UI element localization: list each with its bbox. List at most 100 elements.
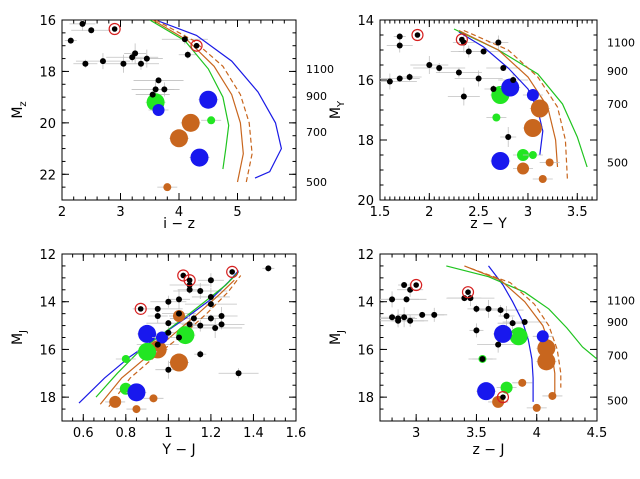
black-point: [152, 86, 159, 93]
green-point: [528, 151, 537, 159]
black-point: [403, 296, 410, 303]
orange-point: [518, 378, 527, 387]
model-curve: [152, 20, 244, 183]
x-tick-label: 3: [116, 205, 124, 220]
y-axis-label: MJ: [10, 330, 29, 345]
black-point: [197, 287, 204, 294]
black-point: [207, 301, 214, 308]
y-tick-label: 14: [357, 296, 374, 311]
blue-point: [199, 90, 218, 109]
blue-point: [526, 89, 539, 101]
y-axis-label: MY: [328, 100, 347, 119]
black-point: [396, 75, 403, 82]
green-point: [121, 354, 130, 363]
black-point: [509, 320, 516, 327]
black-point: [132, 50, 139, 57]
ringed-point-ring: [177, 269, 190, 282]
orange-point: [163, 183, 172, 192]
orange-point: [109, 395, 122, 408]
plot-frame: [61, 19, 297, 201]
black-point: [190, 315, 197, 322]
orange-point: [523, 119, 542, 137]
x-tick-label: 3.5: [567, 205, 588, 220]
x-axis-label: i − z: [163, 216, 195, 232]
ringed-point: [413, 282, 419, 288]
error-bars: [380, 282, 547, 362]
plot-area: [64, 20, 283, 192]
black-point: [120, 60, 127, 67]
black-point: [521, 318, 528, 325]
black-point: [479, 355, 486, 362]
x-tick-label: 3.5: [466, 426, 487, 441]
black-point: [186, 286, 193, 293]
x-tick-label: 1.5: [370, 205, 391, 220]
x-tick-label: 5: [233, 205, 241, 220]
ringed-point-ring: [108, 22, 121, 36]
model-curve: [463, 29, 568, 180]
x-tick-label: 3: [524, 205, 532, 220]
green-point: [207, 116, 216, 125]
black-point: [419, 311, 426, 318]
black-point: [426, 62, 433, 68]
plot-area: [78, 265, 275, 414]
green-point: [509, 327, 528, 346]
black-point: [197, 351, 204, 358]
black-point: [154, 305, 161, 312]
orange-point: [548, 391, 557, 400]
black-point: [473, 305, 480, 312]
black-point: [67, 37, 74, 44]
black-point: [165, 366, 172, 373]
ringed-point: [111, 26, 118, 32]
x-tick-label: 4: [175, 205, 183, 220]
black-point: [235, 370, 242, 377]
temperature-label: 900: [607, 316, 628, 329]
blue-point: [152, 104, 165, 116]
model-curve: [95, 271, 240, 398]
y-tick-label: 18: [357, 391, 374, 406]
error-bars: [132, 266, 275, 379]
x-tick-label: 3: [412, 426, 420, 441]
y-tick-label: 20: [39, 117, 56, 132]
y-tick-label: 18: [357, 134, 374, 149]
black-point: [265, 265, 272, 272]
x-tick-label: 2.5: [468, 205, 489, 220]
ringed-point-ring: [410, 278, 423, 292]
black-point: [186, 321, 193, 328]
y-tick-label: 20: [357, 194, 374, 209]
black-point: [389, 296, 396, 303]
x-tick-label: 2: [58, 205, 66, 220]
black-point: [407, 317, 414, 324]
black-point: [396, 33, 403, 40]
temperature-label: 900: [306, 90, 327, 103]
black-point: [431, 311, 438, 318]
black-point: [407, 286, 414, 293]
y-tick-label: 22: [39, 168, 56, 183]
temperature-label: 900: [607, 65, 628, 78]
black-point: [197, 322, 204, 329]
temperature-label: 700: [607, 98, 628, 111]
black-point: [406, 74, 413, 80]
black-point: [176, 334, 182, 341]
black-point: [79, 20, 86, 27]
green-point: [492, 113, 501, 122]
plot-frame: [379, 19, 598, 201]
black-point: [396, 42, 403, 49]
y-tick-label: 18: [39, 65, 56, 80]
ringed-point-ring: [226, 265, 239, 278]
black-point: [495, 39, 502, 46]
black-point: [165, 329, 172, 336]
y-tick-label: 12: [357, 248, 374, 263]
blue-point: [190, 148, 209, 167]
ringed-point-ring: [455, 33, 468, 46]
black-point: [218, 313, 225, 320]
blue-point: [536, 330, 549, 343]
blue-point: [155, 331, 168, 344]
black-point: [436, 65, 443, 71]
black-point: [154, 341, 161, 348]
orange-point: [537, 352, 556, 371]
black-point: [181, 36, 188, 43]
plot-area: [380, 28, 588, 183]
